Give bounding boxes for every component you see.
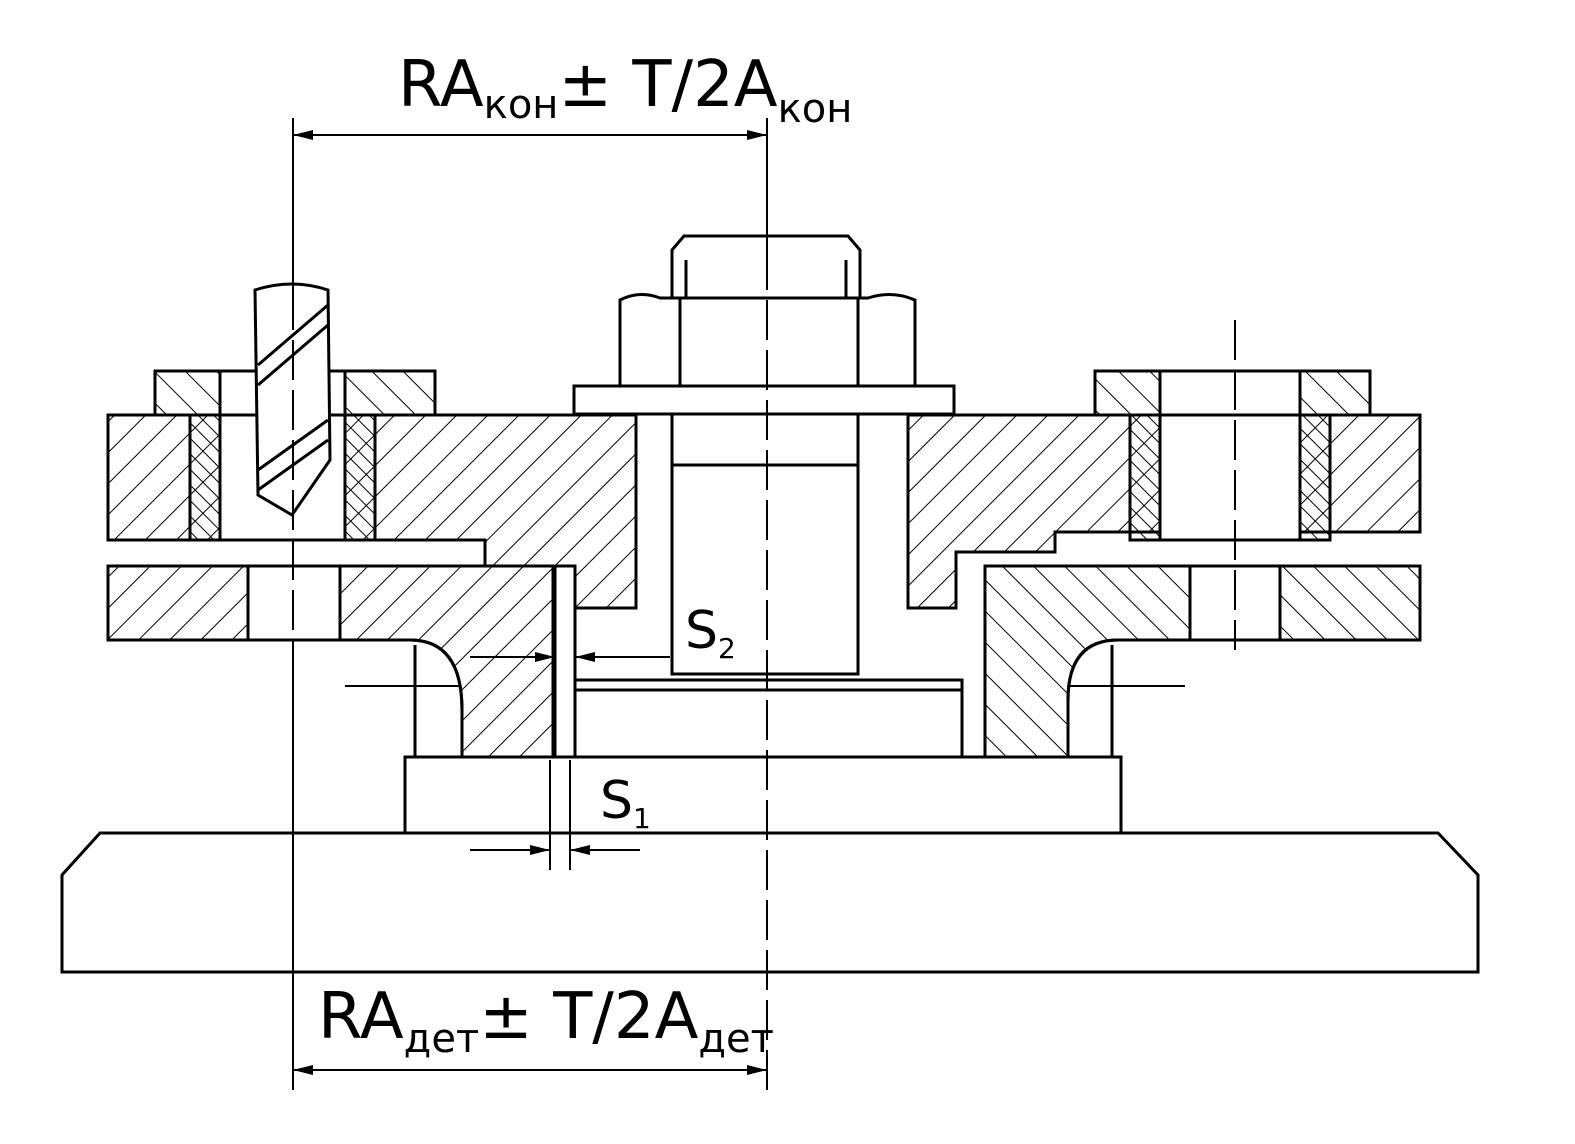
dim-top-sub2: кон [778,86,853,132]
dim-top-mid: ± T/2A [558,48,777,122]
nut [618,293,917,388]
s1-letter: S [600,771,633,831]
washer [572,384,956,416]
s2-letter: S [685,601,718,661]
s1-index: 1 [633,802,651,835]
dim-top-base: RA [398,48,484,122]
dimension-label-top: RAкон± T/2Aкон [398,48,852,132]
clearance-s2-label: S2 [685,601,736,665]
base-plate [60,831,1480,974]
dim-bottom-sub2: дет [698,1016,774,1062]
s2-index: 2 [718,632,736,665]
dim-top-sub1: кон [484,82,559,128]
dim-bottom-sub1: дет [404,1016,480,1062]
support-block [403,755,1123,835]
dim-bottom-base: RA [318,980,404,1054]
clearance-s1-label: S1 [600,771,651,835]
dimension-label-bottom: RAдет± T/2Aдет [318,980,774,1062]
dim-bottom-mid: ± T/2A [479,980,698,1054]
